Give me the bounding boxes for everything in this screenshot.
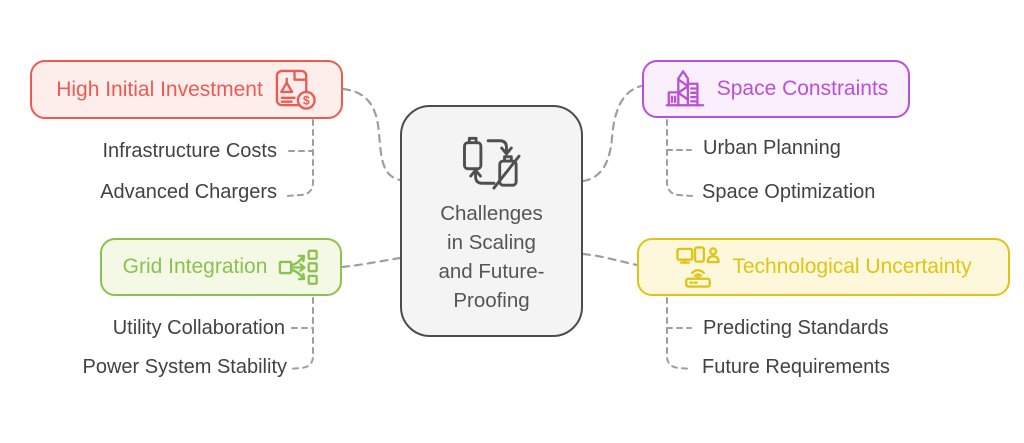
branch-label: Technological Uncertainty [732, 255, 972, 278]
investment-icon: $ [275, 69, 316, 110]
subtopic-advanced-chargers[interactable]: Advanced Chargers [100, 181, 277, 203]
connector-high-initial-investment-children [285, 119, 314, 197]
branch-technological-uncertainty[interactable]: Technological Uncertainty [637, 238, 1010, 296]
subtopic-urban-planning[interactable]: Urban Planning [703, 137, 841, 159]
branch-high-initial-investment[interactable]: High Initial Investment $ [30, 60, 343, 119]
connector-central-to-high-initial-investment [341, 87, 402, 182]
central-node[interactable]: Challenges in Scaling and Future- Proofi… [400, 105, 583, 337]
grid-distribution-icon [279, 249, 319, 285]
connector-technological-uncertainty-children [666, 297, 692, 370]
connector-central-to-grid-integration [340, 256, 402, 269]
subtopic-predicting-standards[interactable]: Predicting Standards [703, 317, 889, 339]
devices-icon [676, 245, 721, 288]
connector-grid-integration-children [288, 297, 314, 370]
connector-central-to-space-constraints [581, 84, 643, 183]
dollar-glyph: $ [303, 94, 310, 108]
subtopic-power-system-stability[interactable]: Power System Stability [82, 356, 287, 378]
branch-space-constraints[interactable]: Space Constraints [642, 60, 910, 118]
branch-label: Space Constraints [716, 77, 889, 100]
connector-central-to-technological-uncertainty [581, 252, 639, 267]
subtopic-space-optimization[interactable]: Space Optimization [702, 181, 876, 203]
branch-label: High Initial Investment [56, 77, 263, 101]
battery-swap-icon [462, 136, 520, 190]
subtopic-future-requirements[interactable]: Future Requirements [702, 356, 890, 378]
branch-label: Grid Integration [122, 255, 268, 278]
connector-space-constraints-children [666, 119, 693, 197]
branch-grid-integration[interactable]: Grid Integration [100, 238, 342, 296]
city-buildings-icon [665, 70, 704, 107]
central-title: Challenges in Scaling and Future- Proofi… [438, 202, 545, 312]
subtopic-infrastructure-costs[interactable]: Infrastructure Costs [102, 140, 277, 162]
subtopic-utility-collaboration[interactable]: Utility Collaboration [112, 317, 285, 339]
